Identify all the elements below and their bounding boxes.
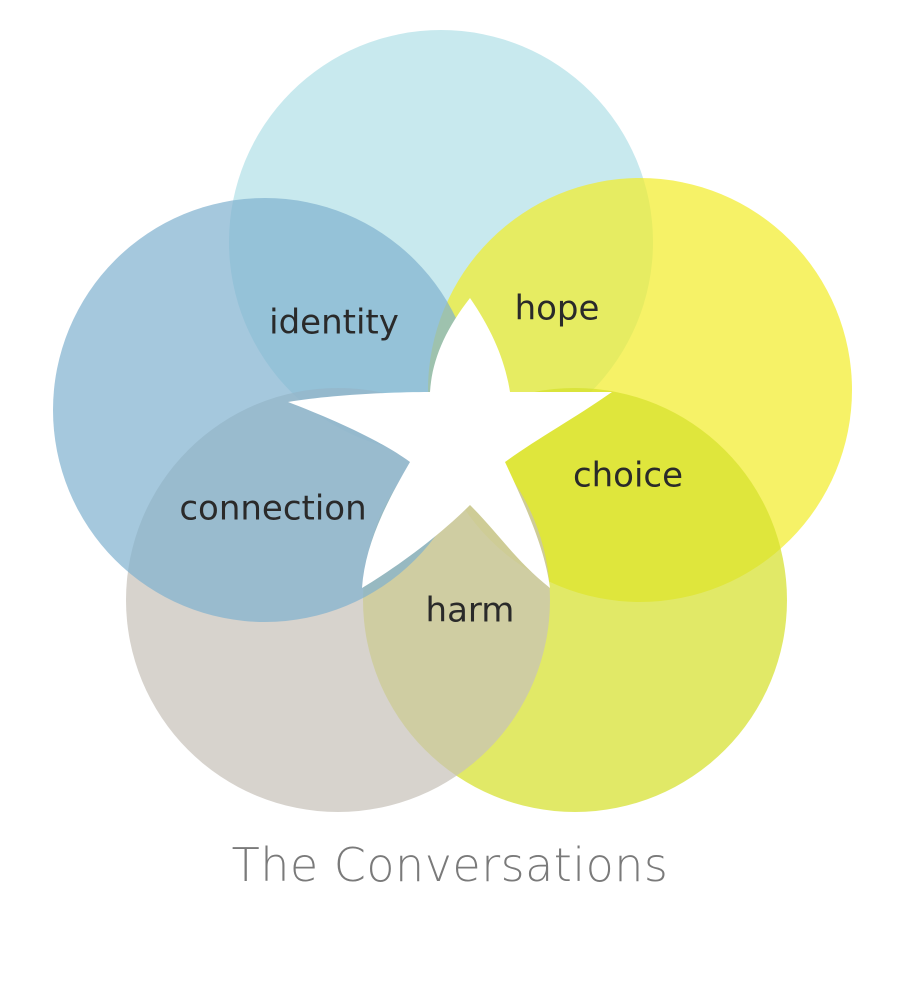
region-labels: identity hope choice connection harm bbox=[179, 289, 683, 631]
label-identity: identity bbox=[269, 303, 399, 343]
label-harm: harm bbox=[426, 591, 515, 631]
label-connection: connection bbox=[179, 489, 366, 529]
connection-circle bbox=[53, 198, 477, 622]
center-flower bbox=[288, 298, 612, 588]
diagram-title: The Conversations bbox=[231, 838, 669, 892]
center-flower-shape bbox=[288, 298, 612, 588]
label-choice: choice bbox=[573, 456, 683, 496]
label-hope: hope bbox=[515, 289, 600, 329]
circle-group bbox=[53, 30, 852, 812]
